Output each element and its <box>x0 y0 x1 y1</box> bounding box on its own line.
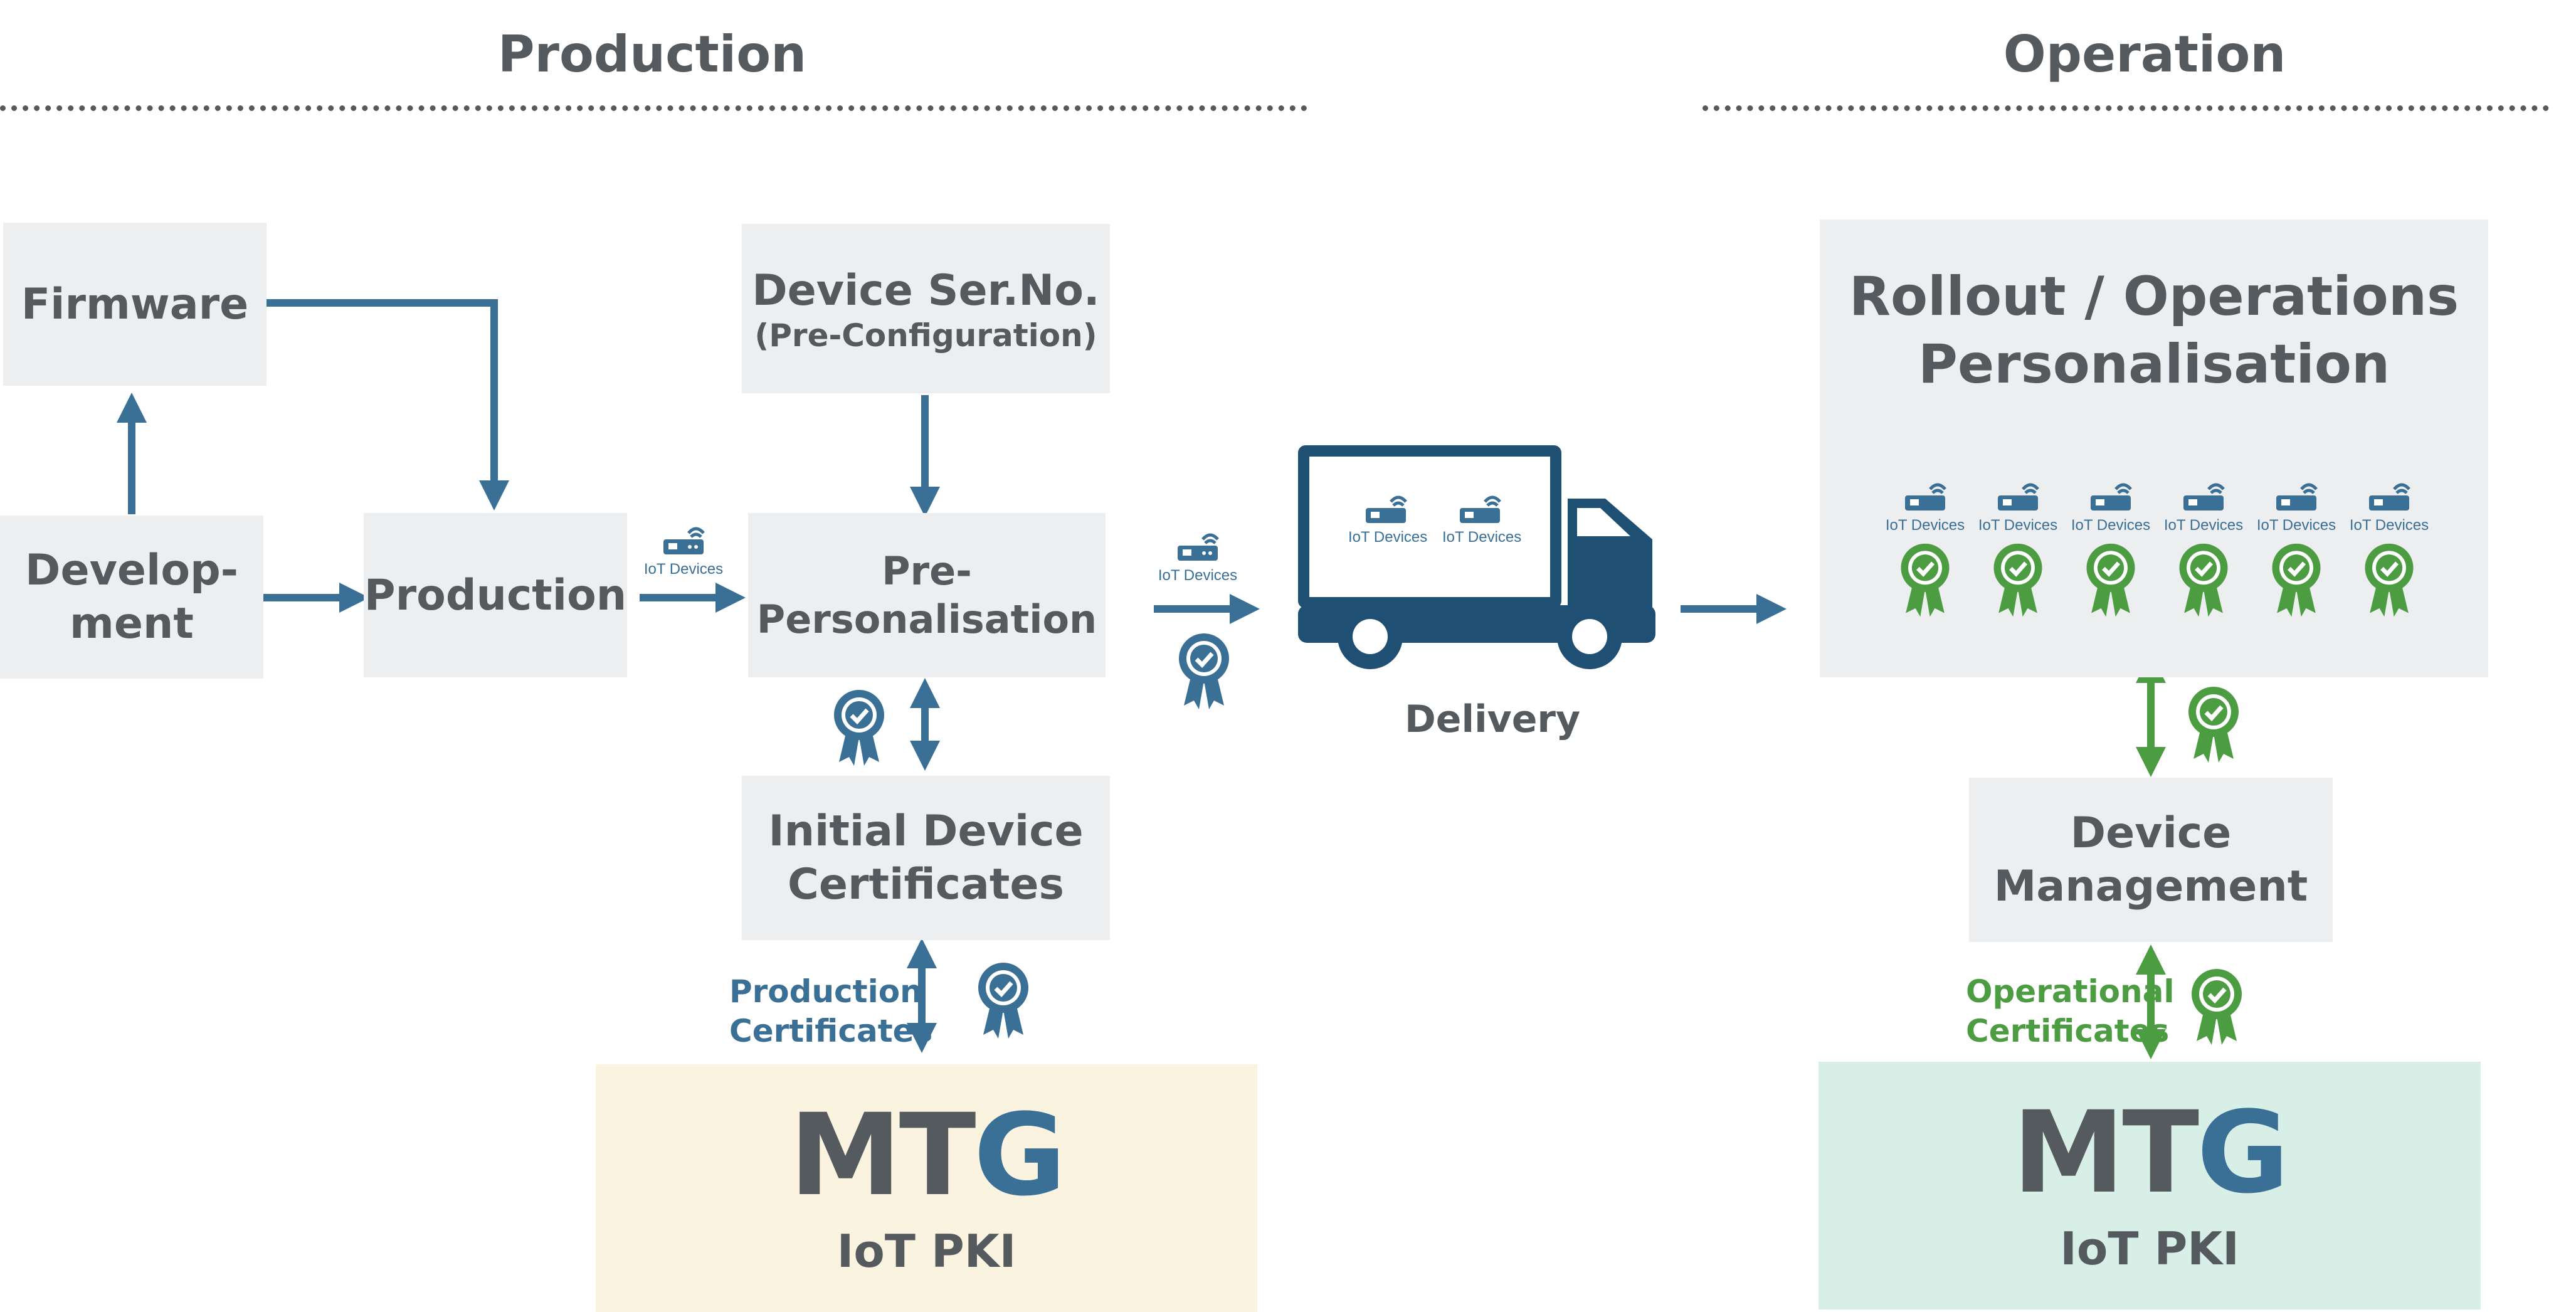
rollout-devices-row: IoT Devices IoT Devices IoT Devices IoT … <box>1881 470 2433 646</box>
iot-device-item: IoT Devices <box>2252 470 2340 534</box>
truck-iot-label: IoT Devices <box>1348 529 1428 546</box>
certificate-badge-icon <box>978 963 1028 1039</box>
device-management-box: Device Management <box>1969 778 2333 942</box>
certificate-badge-icon <box>1901 543 1950 617</box>
initial-certificates-label: Initial Device Certificates <box>768 807 1084 909</box>
truck-iot-label: IoT Devices <box>1442 529 1522 546</box>
iot-device-icon <box>1905 483 1946 511</box>
iot-device-icon <box>663 527 705 554</box>
operation-divider <box>1702 105 2549 111</box>
certificate-badge-icon <box>1179 633 1229 709</box>
production-certificates-label: Production Certificates <box>729 973 933 1049</box>
development-label: Develop- ment <box>25 546 238 648</box>
pre-personalisation-box: Pre- Personalisation <box>748 513 1106 677</box>
certificate-badge-icon <box>2188 687 2239 763</box>
production-box: Production <box>364 513 627 677</box>
iot-device-icon <box>2276 483 2318 511</box>
operational-certificates-label: Operational Certificates <box>1966 973 2175 1049</box>
iot-device-icon <box>2369 483 2410 511</box>
iot-device-icon <box>2091 483 2132 511</box>
production-section-title: Production <box>497 25 807 83</box>
development-box: Develop- ment <box>0 516 263 679</box>
device-serno-sublabel: (Pre-Configuration) <box>754 317 1097 354</box>
production-divider <box>0 105 1307 111</box>
iot-device-item: IoT Devices <box>1881 470 1969 534</box>
production-pki-box: MTG IoT PKI <box>596 1064 1257 1312</box>
arrow-firmware-to-production <box>267 299 509 511</box>
iot-device-icon <box>2183 483 2225 511</box>
initial-certificates-box: Initial Device Certificates <box>742 776 1110 940</box>
device-management-label: Device Management <box>1993 808 2308 911</box>
device-serno-label: Device Ser.No. <box>752 265 1100 315</box>
iot-device-item: IoT Devices <box>2067 470 2155 534</box>
firmware-box: Firmware <box>3 223 267 386</box>
iot-pki-label: IoT PKI <box>837 1224 1016 1278</box>
iot-device-item: IoT Devices <box>2345 470 2433 534</box>
certificate-badge-icon <box>2365 543 2414 617</box>
iot-device-icon <box>1178 533 1219 561</box>
certificate-badge-icon <box>2192 969 2242 1045</box>
rollout-label: Rollout / Operations Personalisation <box>1849 265 2459 396</box>
truck-icon <box>1298 445 1655 669</box>
mtg-logo: MTG <box>789 1089 1067 1221</box>
device-serno-box: Device Ser.No. (Pre-Configuration) <box>742 224 1110 393</box>
firmware-label: Firmware <box>21 279 249 329</box>
mtg-logo: MTG <box>2012 1087 2289 1219</box>
certificate-badge-icon <box>2272 543 2321 617</box>
iot-device-item: IoT Devices <box>1974 470 2062 534</box>
iot-device-item: IoT Devices <box>2160 470 2247 534</box>
certificate-badge-icon <box>834 690 884 766</box>
iot-device-icon <box>1998 483 2039 511</box>
iot-pki-label: IoT PKI <box>2060 1222 2239 1275</box>
pre-personalisation-label: Pre- Personalisation <box>756 548 1097 643</box>
iot-device-icon-group: IoT Devices <box>1154 521 1242 585</box>
delivery-label: Delivery <box>1405 697 1581 741</box>
certificate-badge-icon <box>2179 543 2228 617</box>
operation-pki-box: MTG IoT PKI <box>1819 1062 2481 1309</box>
production-label: Production <box>364 570 627 620</box>
certificate-badge-icon <box>1993 543 2042 617</box>
iot-device-icon-group: IoT Devices <box>640 514 727 578</box>
operation-section-title: Operation <box>2003 25 2286 83</box>
certificate-badge-icon <box>2086 543 2135 617</box>
